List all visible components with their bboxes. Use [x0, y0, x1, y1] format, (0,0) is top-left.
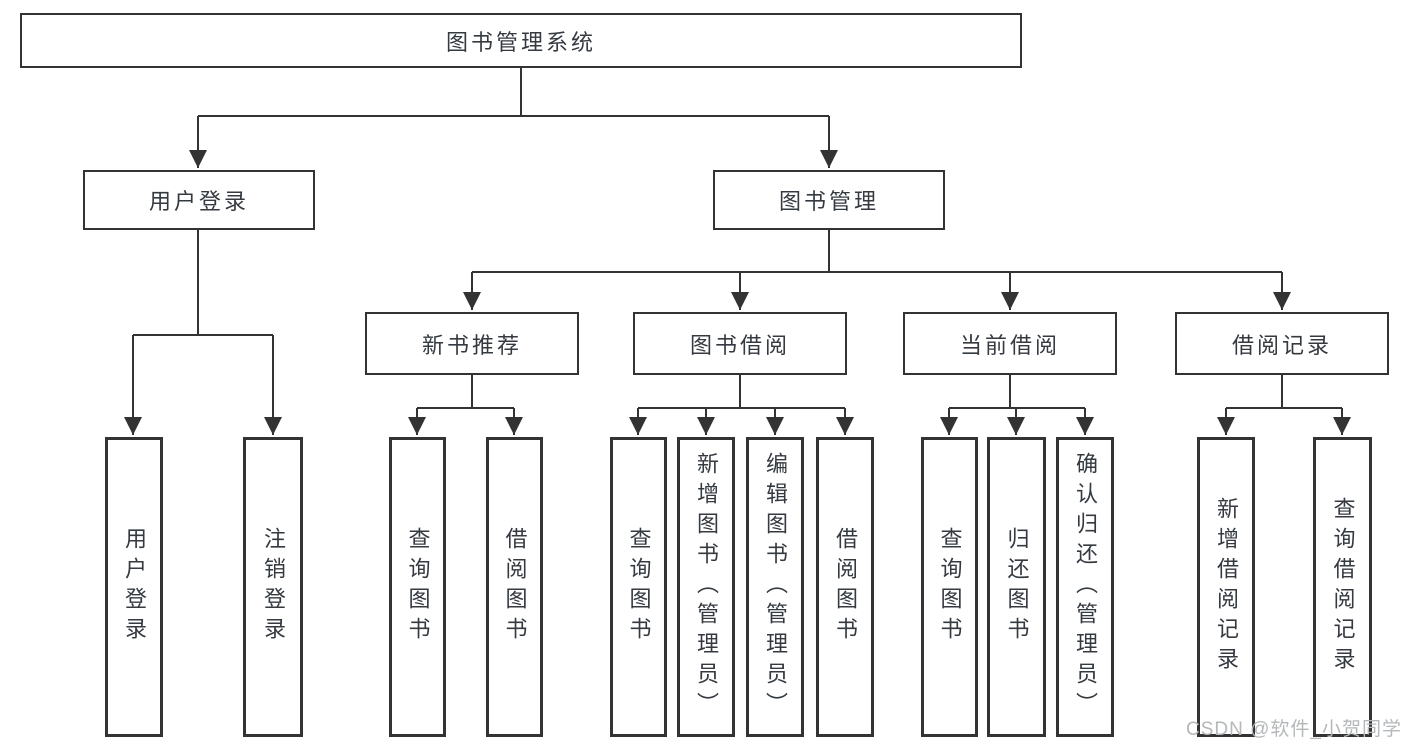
leaf-query-borrow-record: 查询借阅记录 — [1313, 437, 1372, 737]
node-book-borrowing: 图书借阅 — [633, 312, 847, 375]
leaf-user-login: 用户登录 — [105, 437, 163, 737]
leaf-logout: 注销登录 — [243, 437, 303, 737]
leaf-return-books: 归还图书 — [987, 437, 1046, 737]
leaf-confirm-return-admin: 确认归还（管理员） — [1056, 437, 1114, 737]
node-new-book-recommendation: 新书推荐 — [365, 312, 579, 375]
leaf-query-books-current: 查询图书 — [921, 437, 978, 737]
node-library-management-system: 图书管理系统 — [20, 13, 1022, 68]
node-current-borrowing: 当前借阅 — [903, 312, 1117, 375]
leaf-borrow-books-newbook: 借阅图书 — [486, 437, 543, 737]
node-book-management: 图书管理 — [713, 170, 945, 230]
leaf-query-books-borrowing: 查询图书 — [610, 437, 667, 737]
node-borrowing-records: 借阅记录 — [1175, 312, 1389, 375]
leaf-query-books-newbook: 查询图书 — [389, 437, 446, 737]
leaf-add-borrow-record: 新增借阅记录 — [1197, 437, 1255, 737]
csdn-watermark: CSDN @软件_小贺同学 — [1186, 719, 1402, 740]
leaf-borrow-books-borrowing: 借阅图书 — [816, 437, 874, 737]
node-user-login: 用户登录 — [83, 170, 315, 230]
leaf-add-book-admin: 新增图书（管理员） — [677, 437, 735, 737]
leaf-edit-book-admin: 编辑图书（管理员） — [746, 437, 804, 737]
